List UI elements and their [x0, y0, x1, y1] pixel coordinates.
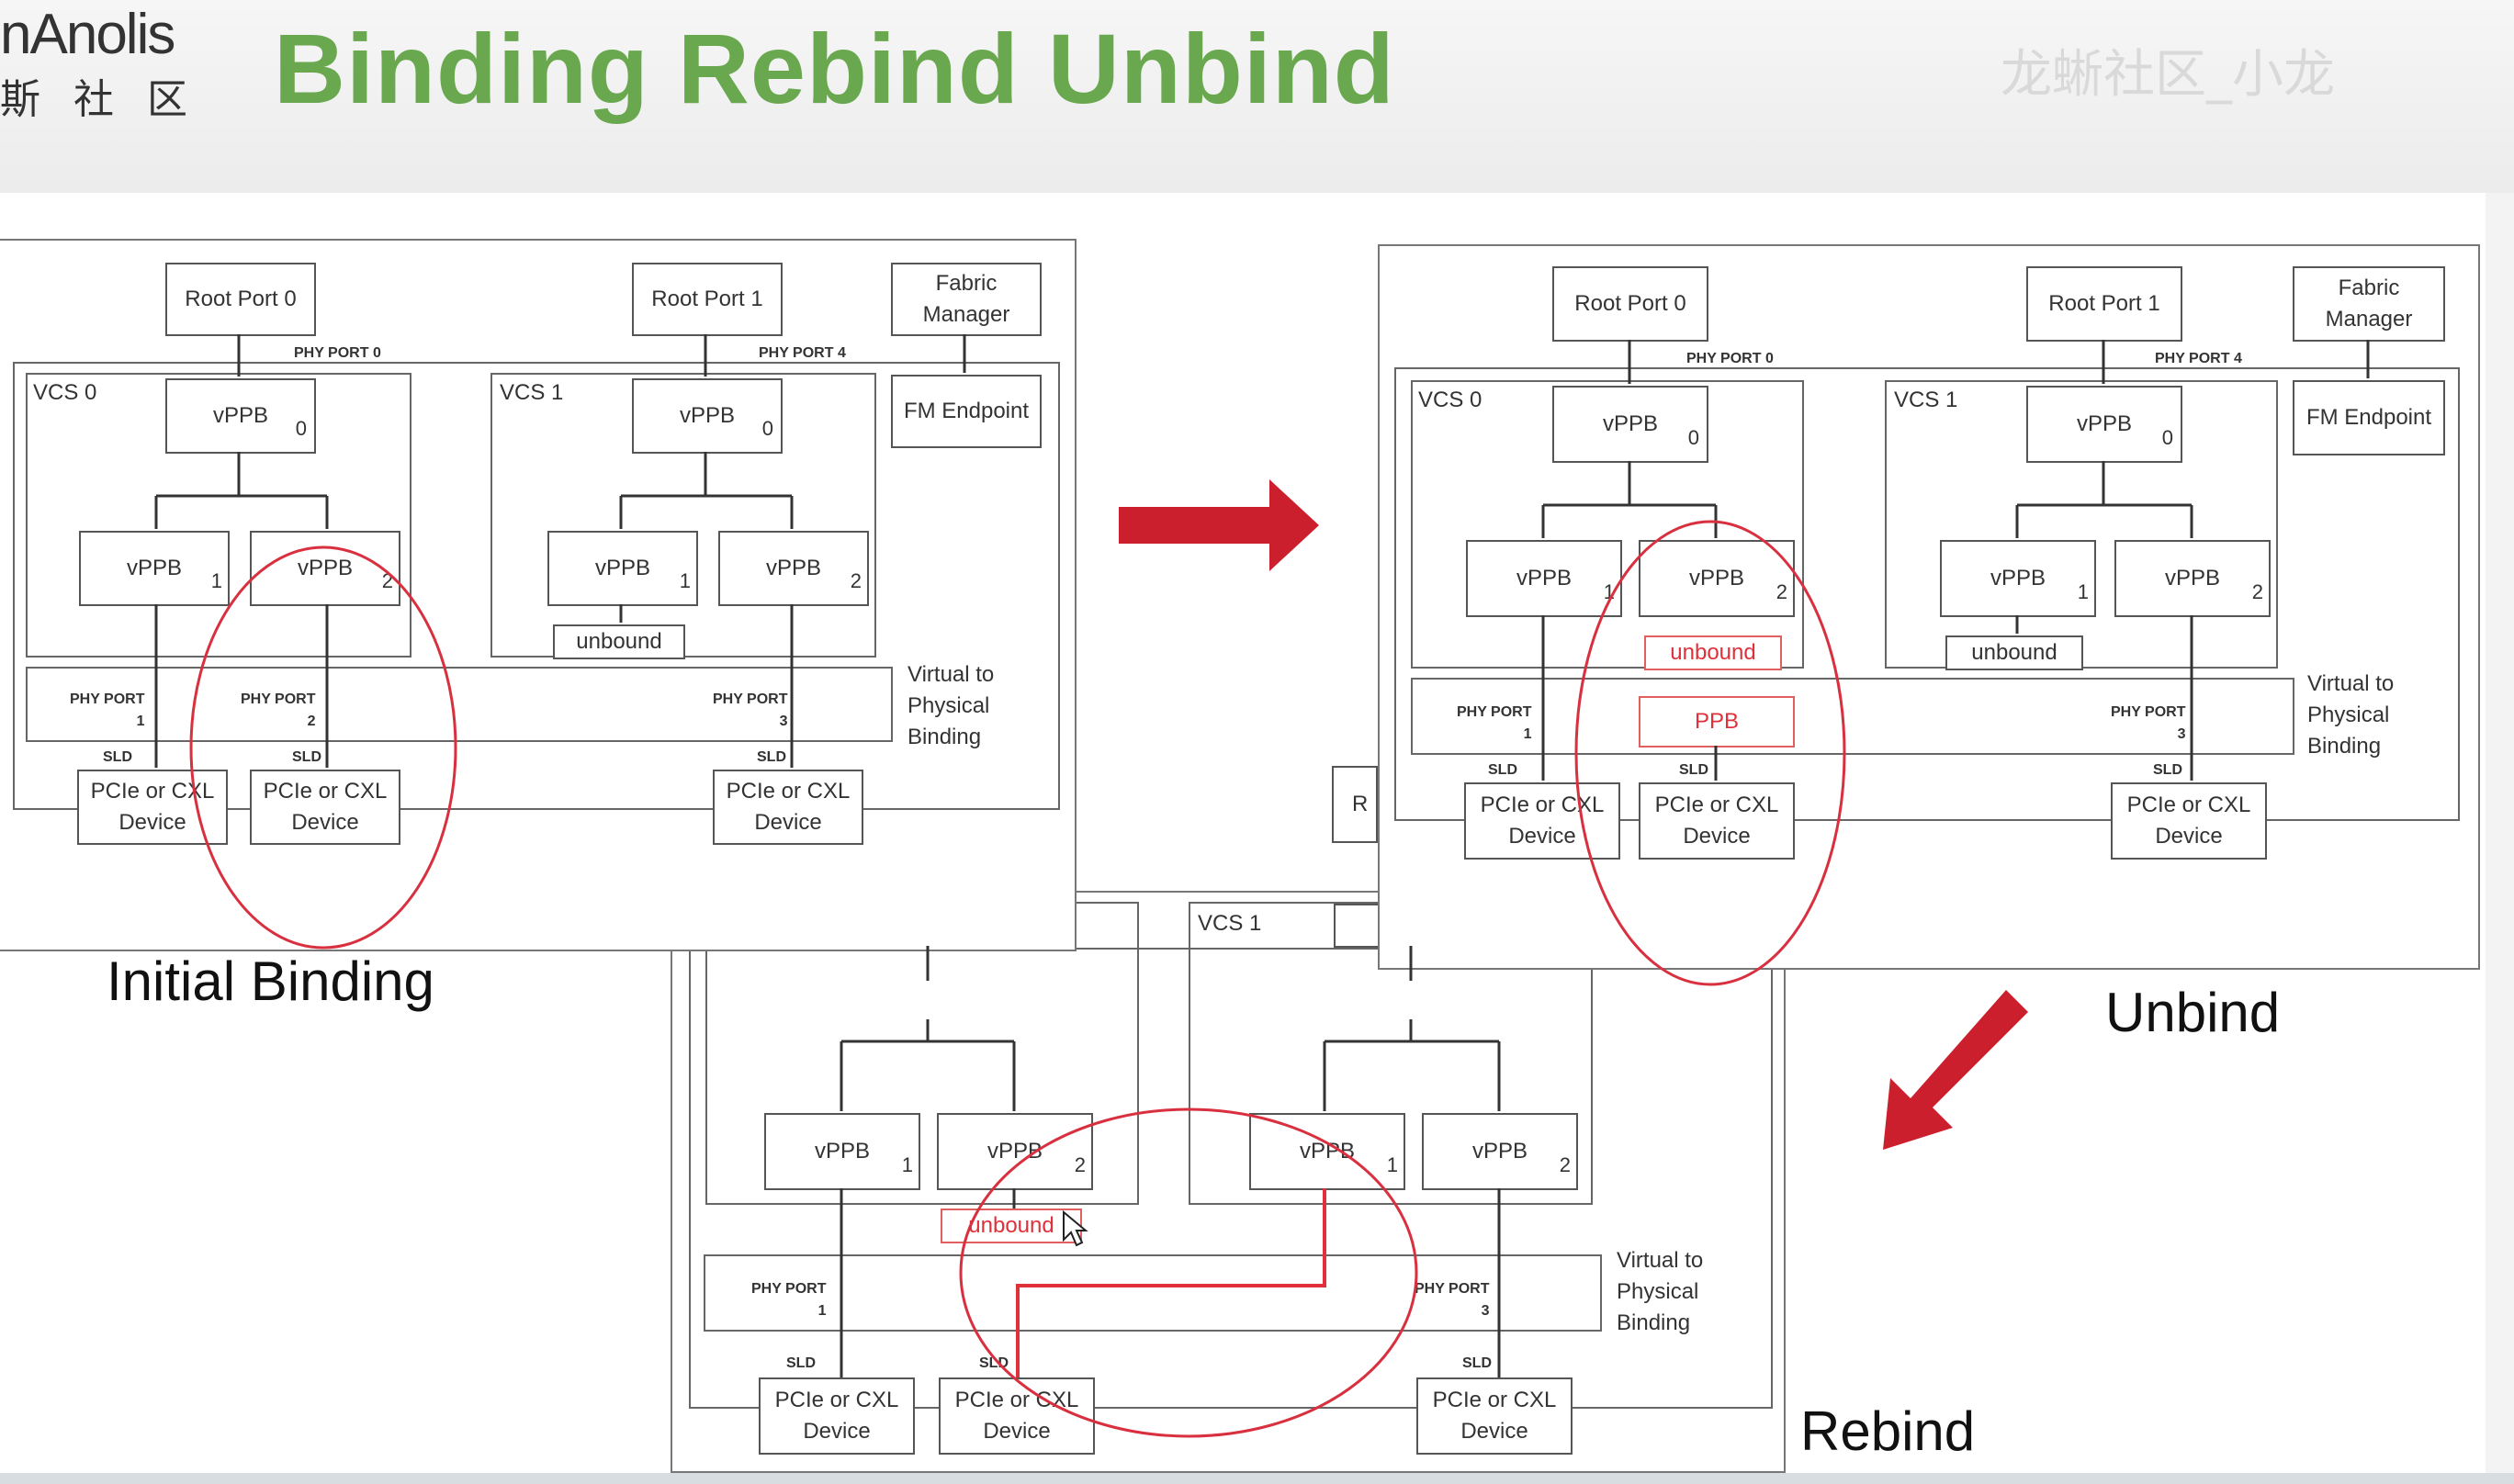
root-port-1: Root Port 1	[632, 263, 783, 336]
v2p-label: Virtual to Physical Binding	[2307, 671, 2395, 759]
switch-frame	[1394, 367, 2460, 821]
vppb-2-box: vPPB 2	[1422, 1113, 1578, 1190]
slide-title: Binding Rebind Unbind	[274, 13, 1395, 124]
unbind-panel: Root Port 0 Root Port 1 Fabric Manager P…	[1378, 244, 2480, 970]
fm-endpoint: FM Endpoint	[891, 375, 1042, 448]
fabric-manager: Fabric Manager	[2293, 266, 2445, 342]
vppb-1-box: vPPB 1	[79, 531, 230, 606]
vppb-1-box: vPPB 1	[547, 531, 698, 606]
phy-port-0-label: PHY PORT 0	[294, 345, 381, 361]
sld-label: SLD	[757, 749, 786, 765]
device-1: PCIe or CXL Device	[759, 1377, 915, 1455]
initial-binding-panel: Root Port 0 Root Port 1 Fabric Manager P…	[0, 239, 1077, 951]
connector-overlay	[154, 334, 2370, 1438]
unbound-box: unbound	[1945, 635, 2083, 670]
watermark: 龙蜥社区_小龙	[2001, 45, 2335, 105]
fm-endpoint: FM Endpoint	[2293, 380, 2445, 455]
sld-label: SLD	[1679, 762, 1708, 778]
root-port-0: Root Port 0	[165, 263, 316, 336]
device-3: PCIe or CXL Device	[1416, 1377, 1573, 1455]
phy-layer-frame	[26, 667, 893, 742]
device-3: PCIe or CXL Device	[2111, 782, 2267, 860]
phy-layer-frame	[704, 1254, 1602, 1332]
sld-label: SLD	[1488, 762, 1517, 778]
v2p-label: Virtual to Physical Binding	[908, 662, 995, 749]
vppb-1-box: vPPB 1	[1940, 540, 2096, 617]
rebind-path	[1016, 1188, 1326, 1377]
sld-label: SLD	[292, 749, 321, 765]
root-port-1: Root Port 1	[2026, 266, 2182, 342]
unbound-box: unbound	[1644, 635, 1782, 670]
v2p-label: Virtual to Physical Binding	[1617, 1248, 1704, 1335]
unbind-caption: Unbind	[2105, 982, 2281, 1043]
phy-port-0-label: PHY PORT 0	[1686, 351, 1774, 366]
device-1: PCIe or CXL Device	[1464, 782, 1620, 860]
initial-binding-caption: Initial Binding	[107, 950, 434, 1012]
device-2: PCIe or CXL Device	[1639, 782, 1795, 860]
vcs1-label: VCS 1	[1198, 911, 1262, 936]
vcs0-frame	[1411, 380, 1804, 669]
device-3: PCIe or CXL Device	[713, 770, 863, 845]
vppb-0-box: vPPB 0	[632, 378, 783, 454]
arrow-down-left-icon	[1883, 990, 2028, 1150]
vppb-1-box: vPPB 1	[1249, 1113, 1405, 1190]
unbound-box: unbound	[553, 624, 685, 659]
vppb-2-box: vPPB 2	[250, 531, 400, 606]
bottom-toolbar	[0, 1473, 2514, 1484]
phy-port-4-label: PHY PORT 4	[759, 345, 846, 361]
sld-label: SLD	[2153, 762, 2182, 778]
vppb-2-box: vPPB 2	[1639, 540, 1795, 617]
vppb-2-box: vPPB 2	[937, 1113, 1093, 1190]
phy-layer-frame	[1411, 678, 2294, 755]
cursor-icon	[1063, 1209, 1088, 1247]
anolis-logo: nAnolis	[0, 3, 175, 66]
slide-header: nAnolis 斯社区 Binding Rebind Unbind 龙蜥社区_小…	[0, 0, 2514, 193]
wires	[154, 334, 2370, 1377]
phy-port-4-label: PHY PORT 4	[2155, 351, 2242, 366]
unbound-box: unbound	[941, 1209, 1082, 1243]
fabric-frame	[689, 948, 1773, 1409]
highlight-ellipse	[1574, 520, 1846, 986]
device-2: PCIe or CXL Device	[939, 1377, 1095, 1455]
vcs0-frame	[26, 373, 411, 658]
arrow-right-icon	[1119, 479, 1319, 571]
highlight-ellipse	[959, 1107, 1418, 1438]
sld-label: SLD	[1462, 1355, 1492, 1371]
rebind-panel: 0 VCS 1 vPPB 1 vPPB 2 vPPB 1 vPPB 2 unbo…	[671, 891, 1786, 1473]
vppb-1-box: vPPB 1	[764, 1113, 920, 1190]
vcs0-label: VCS 0	[33, 380, 97, 405]
sld-label: SLD	[786, 1355, 816, 1371]
vppb-0-box: vPPB 0	[165, 378, 316, 454]
device-2: PCIe or CXL Device	[250, 770, 400, 845]
anolis-logo-cn: 斯社区	[0, 76, 220, 123]
vppb-2-box: vPPB 2	[718, 531, 869, 606]
fabric-manager: Fabric Manager	[891, 263, 1042, 336]
switch-frame	[13, 362, 1060, 810]
highlight-ellipse	[189, 545, 457, 950]
vcs1-label: VCS 1	[1894, 388, 1958, 412]
sld-label: SLD	[103, 749, 132, 765]
partial-box: R	[1332, 766, 1378, 843]
rebind-caption: Rebind	[1800, 1400, 1976, 1462]
slide-body: 0 VCS 1 vPPB 1 vPPB 2 vPPB 1 vPPB 2 unbo…	[0, 193, 2486, 1475]
vcs0-label: VCS 0	[1418, 388, 1482, 412]
vcs1-label: VCS 1	[500, 380, 564, 405]
